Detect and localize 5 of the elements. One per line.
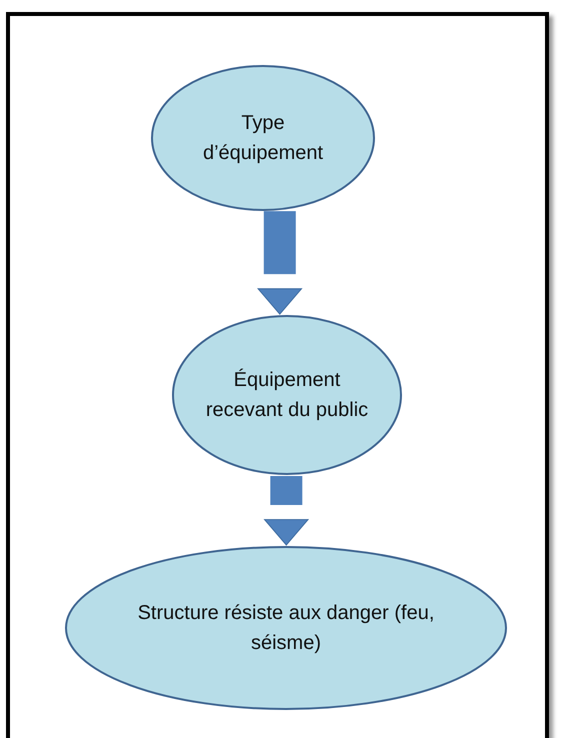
block-arrow (264, 476, 309, 546)
node-label: Équipement recevant du public (204, 368, 370, 423)
node-label: Type d’équipement (202, 111, 324, 166)
node-label: Structure résiste aux danger (feu, séisme) (136, 601, 436, 656)
block-arrow (258, 211, 302, 315)
